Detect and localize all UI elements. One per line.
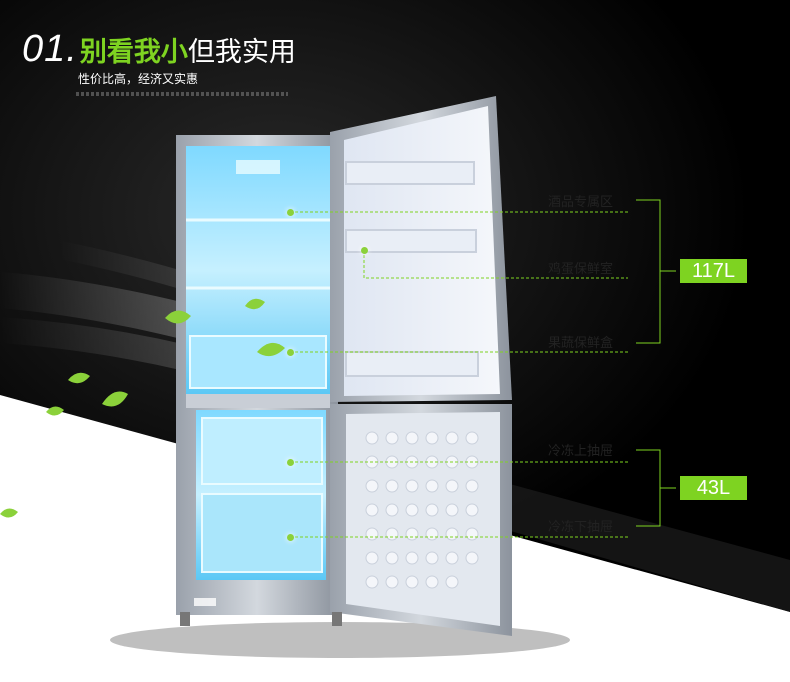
freezer-capacity-badge: 43L (680, 476, 747, 500)
callout-dot-freezer-lower (287, 534, 294, 541)
leaf-icon (102, 391, 128, 407)
page-title: 01. 别看我小 但我实用 (22, 28, 296, 71)
callout-dot-veg (287, 349, 294, 356)
leaf-icon (257, 342, 285, 357)
label-veg-box: 果蔬保鲜盒 (548, 336, 614, 351)
leaf-icon (46, 406, 64, 416)
label-freezer-upper-drawer: 冷冻上抽屉 (548, 444, 614, 459)
fridge-capacity-badge: 117L (680, 259, 747, 283)
leaf-icon (165, 310, 191, 324)
leaf-icon (68, 372, 90, 384)
callout-dot-freezer-upper (287, 459, 294, 466)
headline-rest: 但我实用 (187, 37, 296, 68)
label-egg-room: 鸡蛋保鲜室 (548, 262, 614, 277)
callout-dot-wine (287, 209, 294, 216)
leaf-icon (0, 508, 18, 518)
section-number: 01. (22, 28, 78, 70)
headline-bold: 别看我小 (79, 37, 188, 68)
callout-dot-egg (361, 247, 368, 254)
label-wine-zone: 酒品专属区 (548, 195, 614, 210)
subtitle: 性价比高，经济又实惠 (78, 72, 199, 86)
decorative-dotted-line (76, 92, 288, 96)
label-freezer-lower-drawer: 冷冻下抽屉 (548, 520, 614, 535)
leaf-icon (245, 298, 265, 310)
